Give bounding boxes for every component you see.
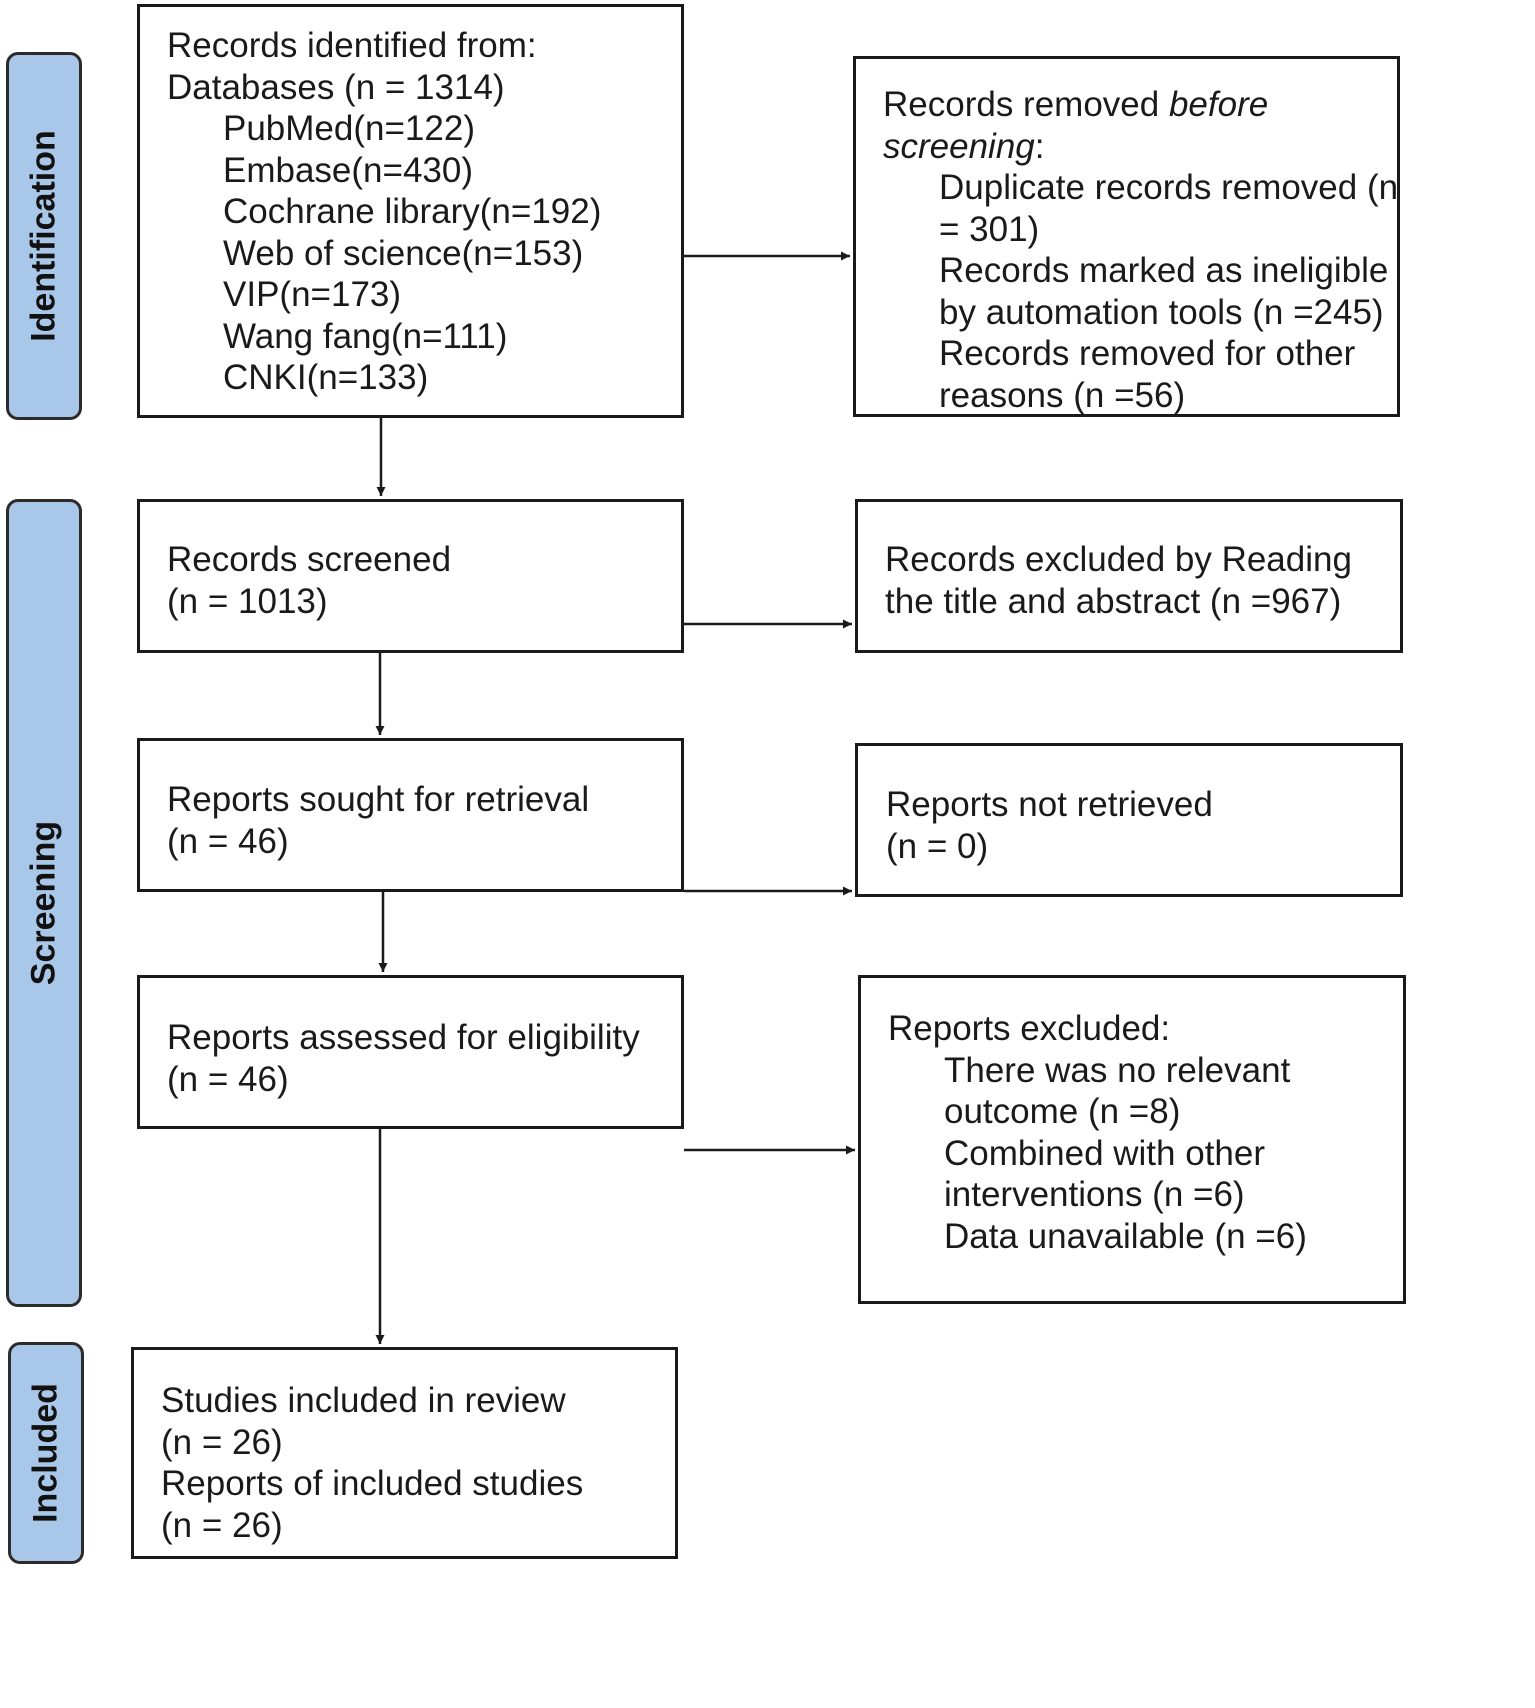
records-excluded-count: the title and abstract (n =967) xyxy=(885,581,1342,621)
reports-assessed-count: (n = 46) xyxy=(167,1059,289,1099)
reports-included-label: Reports of included studies xyxy=(161,1464,584,1503)
source-embase: Embase(n=430) xyxy=(223,150,474,190)
removed-line: = 301) xyxy=(939,209,1040,249)
studies-included-box: Studies included in review (n = 26) Repo… xyxy=(131,1347,678,1559)
reports-assessed-label: Reports assessed for eligibility xyxy=(167,1018,640,1057)
reports-excluded-line: outcome (n =8) xyxy=(944,1092,1181,1131)
removed-line: reasons (n =56) xyxy=(939,375,1186,415)
source-wang-fang: Wang fang(n=111) xyxy=(223,316,508,356)
source-pubmed: PubMed(n=122) xyxy=(223,109,475,148)
reports-not-retrieved-label: Reports not retrieved xyxy=(886,785,1213,824)
source-cochrane: Cochrane library(n=192) xyxy=(223,192,602,231)
reports-excluded-line: interventions (n =6) xyxy=(944,1175,1245,1214)
records-excluded-label: Records excluded by Reading xyxy=(885,540,1352,579)
reports-excluded-line: Combined with other xyxy=(944,1133,1265,1173)
records-screened-label: Records screened xyxy=(167,540,452,579)
reports-excluded-title: Reports excluded: xyxy=(888,1009,1171,1048)
reports-included-count: (n = 26) xyxy=(161,1505,283,1545)
reports-not-retrieved-box: Reports not retrieved (n = 0) xyxy=(855,743,1403,897)
phase-included: Included xyxy=(8,1342,84,1564)
reports-sought-label: Reports sought for retrieval xyxy=(167,780,590,819)
removed-line: Records removed for other xyxy=(939,334,1356,373)
records-screened-box: Records screened (n = 1013) xyxy=(137,499,684,653)
records-removed-box: Records removed before screening: Duplic… xyxy=(853,56,1400,417)
removed-line: Duplicate records removed (n xyxy=(939,168,1399,207)
phase-identification: Identification xyxy=(6,52,82,420)
phase-screening: Screening xyxy=(6,499,82,1307)
reports-sought-count: (n = 46) xyxy=(167,821,289,861)
reports-excluded-line: There was no relevant xyxy=(944,1050,1291,1090)
studies-included-count: (n = 26) xyxy=(161,1422,283,1462)
records-excluded-box: Records excluded by Reading the title an… xyxy=(855,499,1403,653)
studies-included-label: Studies included in review xyxy=(161,1381,566,1420)
reports-excluded-box: Reports excluded: There was no relevant … xyxy=(858,975,1406,1304)
records-screened-count: (n = 1013) xyxy=(167,581,328,621)
records-removed-title: Records removed before xyxy=(883,85,1269,124)
reports-sought-box: Reports sought for retrieval (n = 46) xyxy=(137,738,684,892)
databases-total: Databases (n = 1314) xyxy=(167,67,505,107)
reports-assessed-box: Reports assessed for eligibility (n = 46… xyxy=(137,975,684,1129)
reports-not-retrieved-count: (n = 0) xyxy=(886,826,989,866)
records-identified-title: Records identified from: xyxy=(167,26,537,65)
source-vip: VIP(n=173) xyxy=(223,275,402,314)
reports-excluded-line: Data unavailable (n =6) xyxy=(944,1216,1307,1256)
records-removed-title-cont: screening: xyxy=(883,126,1045,166)
removed-line: Records marked as ineligible xyxy=(939,251,1389,290)
removed-line: by automation tools (n =245) xyxy=(939,292,1384,332)
source-web-of-science: Web of science(n=153) xyxy=(223,233,584,273)
records-identified-box: Records identified from: Databases (n = … xyxy=(137,4,684,418)
source-cnki: CNKI(n=133) xyxy=(223,358,429,397)
